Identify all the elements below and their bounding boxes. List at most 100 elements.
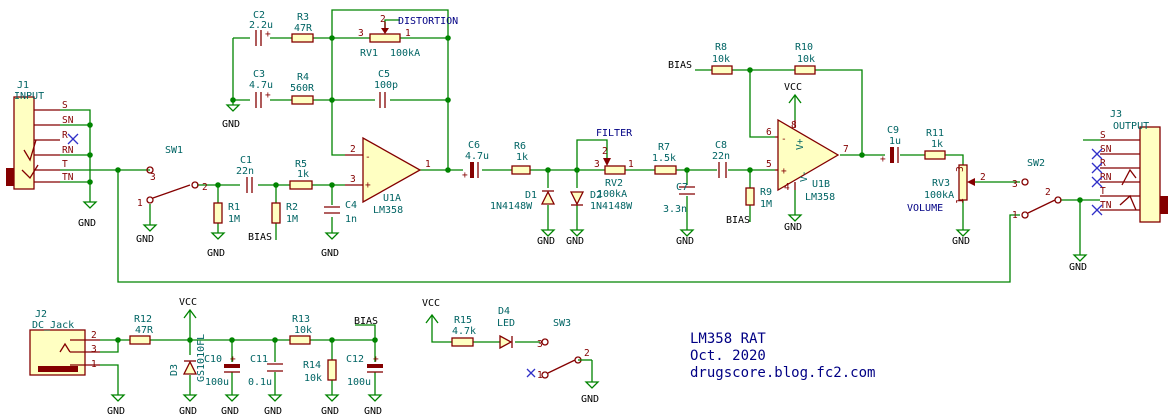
no-connect-icon	[67, 133, 79, 145]
j3-output-jack: J3 OUTPUT S SN R RN T TN	[1091, 109, 1168, 223]
j3-ref: J3	[1110, 109, 1122, 120]
rv1-pin-2: 2	[380, 14, 386, 25]
vcc-label: VCC	[179, 297, 197, 308]
c5-value: 100p	[374, 80, 398, 91]
c7-value: 3.3n	[663, 204, 687, 215]
j1-pin-tn: TN	[62, 172, 74, 183]
junctions	[87, 35, 1083, 343]
r3-resistor: R3 47R	[291, 12, 314, 43]
r10-ref: R10	[795, 42, 813, 53]
gnd-label: GND	[179, 406, 197, 417]
j3-pin-r: R	[1100, 158, 1106, 169]
r6-value: 1k	[516, 152, 528, 163]
rv1-label: DISTORTION	[398, 16, 458, 27]
sw3-ref: SW3	[553, 318, 571, 329]
sw1-switch: SW1 1 2 3	[137, 145, 208, 209]
r15-resistor: R15 4.7k	[451, 315, 476, 347]
title-note: LM358 RAT Oct. 2020 drugscore.blog.fc2.c…	[690, 331, 875, 381]
c7-ref: C7	[676, 182, 688, 193]
d3-ref: D3	[169, 364, 180, 376]
u1a-minus: -	[365, 152, 371, 163]
r13-resistor: R13 10k	[289, 314, 312, 345]
r13-ref: R13	[292, 314, 310, 325]
u1b-pin-6: 6	[766, 127, 772, 138]
c4-capacitor: C4 1n	[324, 200, 357, 225]
c10-ref: C10	[204, 354, 222, 365]
j1-pin-sn: SN	[62, 115, 74, 126]
rv1-pin-3: 3	[358, 28, 364, 39]
c4-ref: C4	[345, 200, 357, 211]
gnd-label: GND	[952, 236, 970, 247]
j1-pin-s: S	[62, 100, 68, 111]
sw3-pin-1: 1	[537, 370, 543, 381]
rv1-ref: RV1	[360, 48, 378, 59]
rv3-pin-3: 3	[955, 166, 966, 172]
bias-label-r2: BIAS	[248, 232, 272, 243]
gnd-label: GND	[1069, 262, 1087, 273]
r8-ref: R8	[715, 42, 727, 53]
c8-capacitor: C8 22n	[712, 140, 730, 178]
rv3-value: 100kA	[924, 190, 954, 201]
c1-capacitor: C1 22n	[236, 155, 254, 193]
d4-led: D4 LED	[497, 306, 515, 350]
bias-label-r9: BIAS	[726, 215, 750, 226]
rv3-ref: RV3	[932, 178, 950, 189]
rv3-pin-2: 2	[980, 172, 986, 183]
r2-value: 1M	[286, 214, 298, 225]
c11-value: 0.1u	[248, 377, 272, 388]
u1b-value: LM358	[805, 192, 835, 203]
c2-ref: C2	[253, 10, 265, 21]
c5-capacitor: C5 100p	[374, 69, 398, 108]
d3-value: GS1010FL	[196, 334, 207, 382]
r12-value: 47R	[135, 325, 154, 336]
sw2-pin-3: 3	[1012, 179, 1018, 190]
c2-plus: +	[265, 29, 271, 40]
c12-value: 100u	[347, 377, 371, 388]
c8-ref: C8	[715, 140, 727, 151]
c2-value: 2.2u	[249, 20, 273, 31]
j3-pin-tn: TN	[1100, 200, 1112, 211]
sw1-pin-1: 1	[137, 198, 143, 209]
no-connect-icon	[526, 368, 536, 378]
u1b-pin-7: 7	[843, 144, 849, 155]
r11-resistor: R11 1k	[924, 128, 946, 160]
u1b-pin-5: 5	[766, 159, 772, 170]
rv1-potentiometer: DISTORTION RV1 100kA 3 2 1	[358, 14, 458, 59]
r4-resistor: R4 560R	[290, 72, 315, 105]
r7-resistor: R7 1.5k	[652, 142, 677, 175]
u1b-pin-4: 4	[784, 182, 790, 193]
j1-pin-r: R	[62, 130, 68, 141]
c6-ref: C6	[468, 140, 480, 151]
u1b-minus: -	[781, 134, 787, 145]
r5-ref: R5	[295, 159, 307, 170]
u1b-opamp: - + 6 5 7 8 4 V+ V- U1B LM358	[766, 118, 849, 203]
r15-value: 4.7k	[452, 326, 476, 337]
u1b-ref: U1B	[812, 179, 830, 190]
u1a-plus: +	[365, 180, 371, 191]
gnd-label: GND	[264, 406, 282, 417]
gnd-label: GND	[78, 218, 96, 229]
note-date: Oct. 2020	[690, 348, 766, 364]
gnd-label: GND	[581, 394, 599, 405]
r7-ref: R7	[658, 142, 670, 153]
gnd-label: GND	[222, 119, 240, 130]
gnd-label: GND	[566, 236, 584, 247]
r8-value: 10k	[712, 54, 730, 65]
c9-plus: +	[880, 154, 886, 165]
r9-value: 1M	[760, 199, 772, 210]
c10-plus: +	[230, 354, 236, 365]
c11-capacitor: C11 0.1u	[248, 354, 283, 388]
r4-value: 560R	[290, 83, 315, 94]
u1b-vminus: V-	[799, 171, 810, 182]
d2-value: 1N4148W	[590, 201, 633, 212]
r11-value: 1k	[931, 139, 943, 150]
r10-resistor: R10 10k	[794, 42, 816, 75]
d2-ref: D2	[590, 190, 602, 201]
note-url: drugscore.blog.fc2.com	[690, 365, 875, 381]
vcc-symbols: VCC VCC VCC	[179, 82, 802, 324]
gnd-label: GND	[364, 406, 382, 417]
sw2-switch: SW2 1 2 3	[1012, 158, 1062, 221]
r9-resistor: R9 1M	[745, 187, 772, 210]
rv2-potentiometer: FILTER RV2 100kA 3 2 1	[594, 128, 634, 200]
